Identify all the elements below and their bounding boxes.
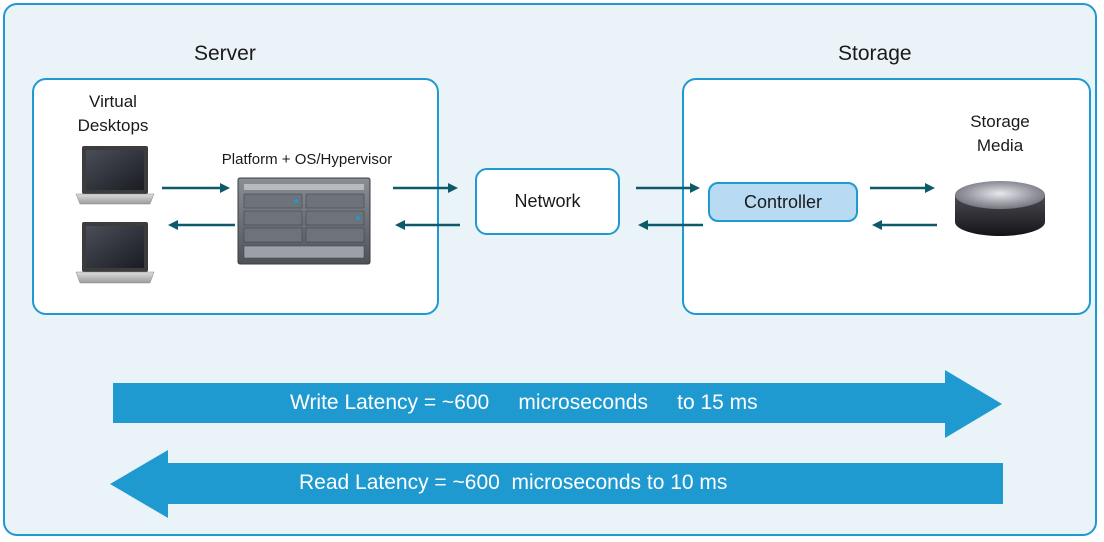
- server-chassis-icon: [237, 177, 371, 265]
- read-latency-label: Read Latency = ~600 microseconds to 10 m…: [299, 471, 728, 494]
- write-latency-arrow: [113, 370, 1002, 438]
- virtual-desktops-label: Virtual Desktops: [77, 92, 149, 135]
- flow-arrows: [162, 183, 937, 230]
- storage-disk-icon: [955, 181, 1045, 236]
- arrow-left-icon: [395, 220, 460, 230]
- arrow-left-icon: [638, 220, 703, 230]
- platform-label: Platform + OS/Hypervisor: [221, 151, 393, 168]
- storage-media-label: Storage Media: [970, 112, 1030, 155]
- server-section-title: Server: [194, 42, 256, 65]
- arrow-right-icon: [870, 183, 935, 193]
- arrow-left-icon: [872, 220, 937, 230]
- controller-node: Controller: [708, 182, 858, 222]
- arrow-right-icon: [162, 183, 230, 193]
- arrow-right-icon: [636, 183, 700, 193]
- read-latency-arrow: [110, 450, 1003, 518]
- arrow-left-icon: [168, 220, 235, 230]
- arrow-right-icon: [393, 183, 458, 193]
- network-node: Network: [475, 168, 620, 235]
- storage-section-title: Storage: [838, 42, 912, 65]
- laptop-icon: [75, 222, 155, 284]
- write-latency-label: Write Latency = ~600 microseconds to 15 …: [290, 391, 758, 414]
- laptop-icon: [75, 146, 155, 205]
